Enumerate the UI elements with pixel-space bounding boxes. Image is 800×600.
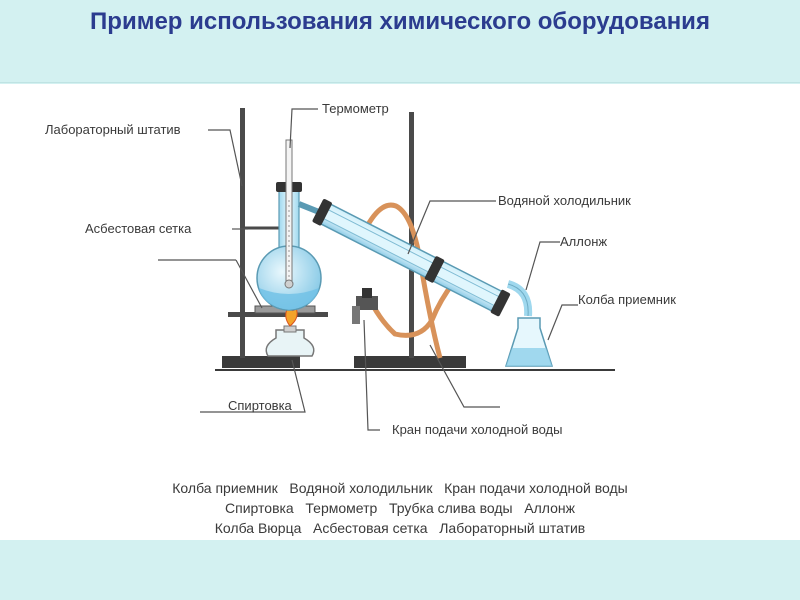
water-tap	[356, 296, 378, 310]
burner-cap	[283, 325, 297, 333]
water-drain-tube	[361, 202, 443, 359]
thermometer-bulb	[284, 279, 294, 289]
bottom-band	[0, 540, 800, 600]
label-receiver: Колба приемник	[578, 292, 676, 307]
stand-right-rod	[409, 112, 414, 358]
label-burner: Спиртовка	[228, 398, 293, 413]
diagram-panel: Лабораторный штатив Термометр Асбестовая…	[0, 84, 800, 540]
receiver-liquid	[506, 348, 552, 366]
label-tap: Кран подачи холодной воды	[392, 422, 562, 437]
ring-support	[228, 312, 328, 317]
legend-line: Спиртовка Термометр Трубка слива воды Ал…	[225, 500, 575, 516]
legend: Колба приемник Водяной холодильник Кран …	[90, 478, 710, 538]
legend-line: Колба приемник Водяной холодильник Кран …	[172, 480, 628, 496]
water-condenser	[312, 199, 511, 317]
stand-left-base	[222, 356, 300, 368]
apparatus-diagram: Лабораторный штатив Термометр Асбестовая…	[45, 101, 676, 437]
label-stand: Лабораторный штатив	[45, 122, 181, 137]
alcohol-burner	[265, 329, 315, 357]
label-thermometer: Термометр	[322, 101, 389, 116]
label-asbestos: Асбестовая сетка	[85, 221, 192, 236]
water-inlet-tube	[367, 280, 456, 338]
flask-liquid	[259, 288, 319, 310]
legend-line: Колба Вюрца Асбестовая сетка Лабораторны…	[214, 520, 586, 536]
label-condenser: Водяной холодильник	[498, 193, 631, 208]
leader-lines	[158, 108, 578, 431]
label-allonge: Аллонж	[560, 234, 607, 249]
stand-left-rod	[240, 108, 245, 358]
page-title: Пример использования химического оборудо…	[90, 8, 710, 35]
title-divider	[0, 82, 800, 83]
